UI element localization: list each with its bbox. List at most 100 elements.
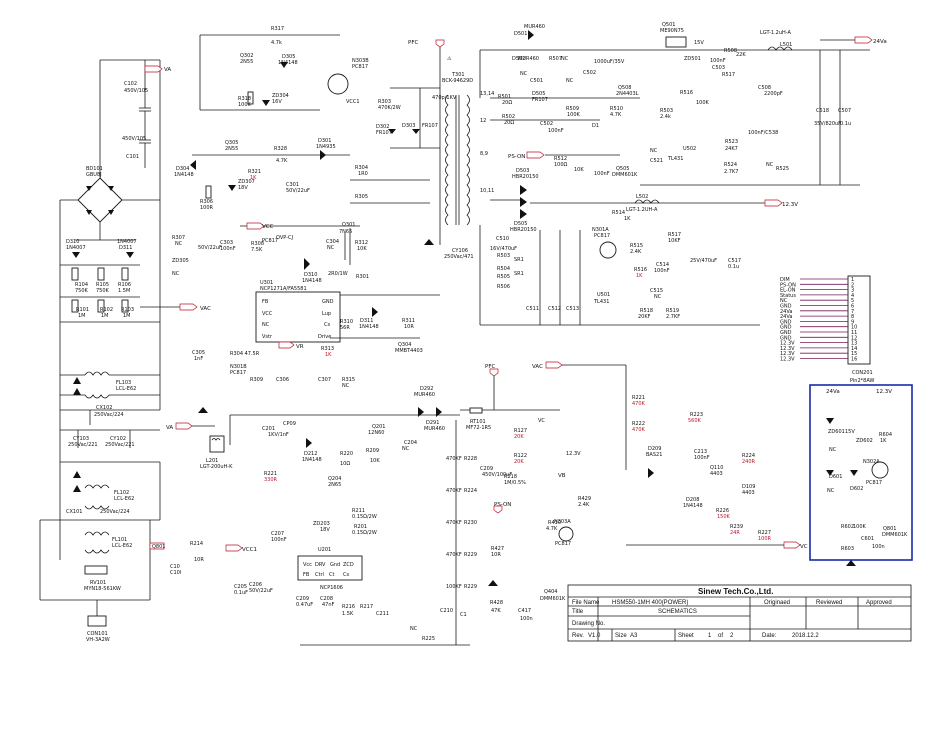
ps-on-net2: PS-ON bbox=[494, 502, 511, 508]
d501-value: MUR460 bbox=[524, 24, 545, 30]
r304b-label: R304 bbox=[355, 165, 368, 171]
zd501-value: 15V bbox=[694, 40, 704, 46]
nc-q: NC bbox=[650, 148, 658, 154]
r508-value: 22K bbox=[736, 52, 746, 58]
cx101-label: CX101 bbox=[66, 509, 82, 515]
u201-label: U201 bbox=[318, 547, 331, 553]
d291-value: MUR460 bbox=[424, 426, 445, 432]
svg-text:8,9: 8,9 bbox=[480, 151, 488, 157]
l501-value: LGT-1.2uH-A bbox=[760, 30, 791, 36]
r501-value: 20Ω bbox=[502, 100, 512, 106]
zd305-value: NC bbox=[172, 271, 180, 277]
r501-label: R501 bbox=[498, 94, 511, 100]
connector-pin-label: 12.3V bbox=[780, 351, 795, 357]
d503-value: HBR20150 bbox=[512, 174, 539, 180]
r508-label: R508 bbox=[724, 48, 737, 54]
c519-label: 25V/470uF bbox=[690, 258, 717, 264]
r214-value: 10R bbox=[194, 557, 204, 563]
r312-value: 10K bbox=[357, 246, 367, 252]
con201-connector[interactable]: CON201 Pin2*8AW bbox=[847, 275, 874, 384]
c209-value: 450V/100uF bbox=[482, 472, 512, 478]
l201-value: LGT-200uH-K bbox=[200, 464, 233, 470]
c417-label: C417 bbox=[518, 608, 531, 614]
connector-pin-number: 11 bbox=[851, 330, 857, 336]
c101-label: C101 bbox=[126, 154, 139, 160]
fl103-filter: FL103 LCL-E62 bbox=[60, 371, 160, 399]
c101-value: 450V/105 bbox=[122, 136, 146, 142]
r516-label: R516 bbox=[680, 90, 693, 96]
d208-label: D208 bbox=[686, 497, 699, 503]
reviewed-label: Reviewed bbox=[816, 600, 842, 606]
c305-label: C305 bbox=[192, 350, 205, 356]
c210-label: C210 bbox=[440, 608, 453, 614]
n303-value: PC817 bbox=[555, 541, 571, 547]
l502-value: LGT-1.2UH-A bbox=[626, 207, 658, 213]
r506-label: R506 bbox=[497, 284, 510, 290]
nc-r507: NC bbox=[561, 56, 569, 62]
q305-value: 2N55 bbox=[225, 146, 238, 152]
connector-pin-number: 5 bbox=[851, 298, 854, 304]
rt101-thermistor: RT101 MF72-1R5 bbox=[466, 407, 491, 431]
c102-label: C102 bbox=[124, 81, 137, 87]
connector-pin-label: GND bbox=[780, 319, 792, 325]
n302-label: PC817 bbox=[262, 238, 278, 244]
r221b-label: R221 bbox=[632, 395, 645, 401]
c303-label: C303 bbox=[220, 240, 233, 246]
u301-label: U301 bbox=[260, 280, 273, 286]
vac-net-right: VAC bbox=[532, 364, 543, 370]
originaed-label: Originaed bbox=[764, 600, 790, 606]
c1-label: C1 bbox=[460, 612, 467, 618]
r517b-label: R517 bbox=[668, 232, 681, 238]
vac-flag-right: VAC bbox=[532, 361, 563, 370]
va-net-top: VA bbox=[164, 67, 171, 73]
d505b-value: HBR20150 bbox=[510, 227, 537, 233]
r321-value: 1K bbox=[250, 175, 257, 181]
svg-text:ZD602: ZD602 bbox=[856, 438, 873, 444]
r222-label: R222 bbox=[632, 421, 645, 427]
d310-diode: D310 1N4007 1N4007 D311 bbox=[66, 239, 137, 258]
c10-label: C10 bbox=[170, 564, 180, 570]
d302-label: D302 bbox=[376, 124, 389, 130]
c305-value: 1nF bbox=[194, 356, 203, 362]
zd304-value: 16V bbox=[272, 99, 282, 105]
q302-label: Q302 bbox=[240, 53, 253, 59]
r304b-value: 1R0 bbox=[358, 171, 368, 177]
r315-label: R315 bbox=[342, 377, 355, 383]
d503-diode: D503 HBR20150 D505 HBR20150 bbox=[510, 168, 539, 233]
r318-label: R318 bbox=[238, 96, 251, 102]
u201-value: NCP1606 bbox=[320, 585, 343, 591]
l502-inductor: L502 LGT-1.2UH-A bbox=[626, 194, 660, 213]
c206-label: C206 bbox=[249, 582, 262, 588]
zd305-label: ZD305 bbox=[172, 258, 189, 264]
q301-value: 7N65 bbox=[339, 229, 352, 235]
t301-transformer: T301 BCK-94629D 13,14 12 8,9 10,11 bbox=[442, 72, 494, 226]
con101-label: CON101 bbox=[87, 631, 108, 637]
r216-value: 1.5K bbox=[342, 611, 354, 617]
r305-label: R305 bbox=[355, 194, 368, 200]
svg-text:N302A: N302A bbox=[863, 459, 880, 465]
c304-value: NC bbox=[327, 245, 335, 251]
q801-label: Q801 bbox=[883, 526, 896, 532]
svg-text:GND: GND bbox=[322, 299, 334, 305]
cy102-value: 250Vac/221 bbox=[105, 442, 135, 448]
svg-text:Vstr: Vstr bbox=[262, 334, 273, 340]
approved-label: Approved bbox=[866, 600, 892, 606]
q302-value: 2N55 bbox=[240, 59, 253, 65]
t301-value: BCK-94629D bbox=[442, 78, 473, 84]
r307-label: R307 bbox=[172, 235, 185, 241]
r221-value: 330R bbox=[264, 477, 278, 483]
cy102-label: CY102 bbox=[110, 436, 126, 442]
r430-value: 4.7K bbox=[546, 526, 558, 532]
connector-pin-number: 10 bbox=[851, 325, 857, 331]
r1-label: SR1 bbox=[514, 257, 524, 263]
fl103-label: FL103 bbox=[116, 380, 131, 386]
c517-value: 0.1u bbox=[728, 264, 739, 270]
svg-text:FB: FB bbox=[262, 299, 269, 305]
q508-value: 2N4403L bbox=[616, 91, 639, 97]
r303-value: 470K/2W bbox=[378, 105, 401, 111]
cy106-value: 250Vac/471 bbox=[444, 254, 474, 260]
r102-label: R102 bbox=[100, 307, 113, 313]
svg-text:100K: 100K bbox=[853, 524, 867, 530]
r201-value: 0.15Ω/2W bbox=[352, 530, 377, 536]
vc-net: VC bbox=[538, 418, 545, 424]
